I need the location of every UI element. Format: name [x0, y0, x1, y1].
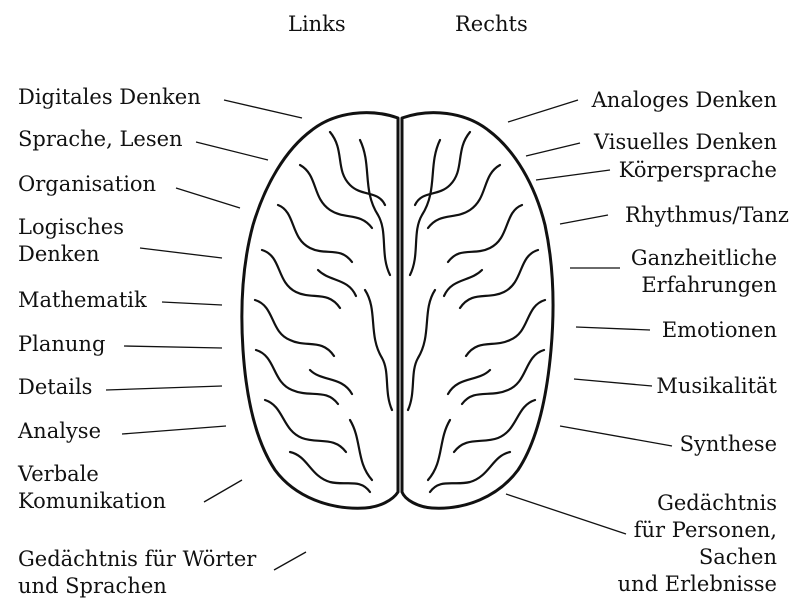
label-verbale-komunikation: Verbale Komunikation: [18, 461, 166, 515]
right-folds: [408, 132, 545, 492]
leader-line-synthese: [560, 426, 672, 446]
label-planung: Planung: [18, 331, 105, 358]
label-text: Denken: [18, 241, 124, 268]
label-koerpersprache: Körpersprache: [619, 157, 777, 184]
label-analoges-denken: Analoges Denken: [592, 87, 777, 114]
leader-line-mathematik: [162, 302, 222, 305]
label-text: Analoges Denken: [592, 88, 777, 112]
leader-line-emotionen: [576, 327, 650, 330]
leader-line-visuelles-denken: [526, 143, 580, 156]
leader-line-digitales-denken: [224, 100, 302, 118]
label-text: Analyse: [18, 419, 101, 443]
label-musikalitaet: Musikalität: [656, 373, 777, 400]
label-text: Mathematik: [18, 288, 147, 312]
label-digitales-denken: Digitales Denken: [18, 84, 201, 111]
leader-line-organisation: [176, 188, 240, 208]
label-text: Planung: [18, 332, 105, 356]
header-rechts: Rechts: [455, 12, 528, 36]
label-text: Gedächtnis: [634, 490, 777, 517]
label-text: Sprache, Lesen: [18, 127, 183, 151]
label-text: Rhythmus/Tanz: [625, 203, 789, 227]
label-ganzheitliche-erfahrungen: Ganzheitliche Erfahrungen: [631, 245, 777, 299]
label-text: Sachen: [634, 544, 777, 571]
label-text: Verbale: [18, 461, 166, 488]
label-text: und Erlebnisse: [618, 572, 777, 596]
label-mathematik: Mathematik: [18, 287, 147, 314]
label-gedaechtnis-woerter: Gedächtnis für Wörter und Sprachen: [18, 546, 256, 600]
label-text: Organisation: [18, 172, 156, 196]
label-text: und Sprachen: [18, 573, 256, 600]
leader-line-logisches-denken: [140, 248, 222, 258]
label-emotionen: Emotionen: [662, 317, 777, 344]
brain-illustration: [242, 113, 553, 509]
right-hemisphere: [402, 113, 553, 509]
label-text: Details: [18, 375, 92, 399]
left-hemisphere: [242, 113, 398, 509]
label-text: Emotionen: [662, 318, 777, 342]
leader-line-rhythmus-tanz: [560, 215, 608, 224]
label-analyse: Analyse: [18, 418, 101, 445]
label-text: Synthese: [680, 432, 777, 456]
left-folds: [255, 132, 392, 492]
label-synthese: Synthese: [680, 431, 777, 458]
label-logisches-denken: Logisches Denken: [18, 214, 124, 268]
label-text: Musikalität: [656, 374, 777, 398]
label-text: Komunikation: [18, 488, 166, 515]
label-text: für Personen,: [634, 517, 777, 544]
label-rhythmus-tanz: Rhythmus/Tanz: [625, 202, 789, 229]
label-text: Körpersprache: [619, 158, 777, 182]
label-sprache-lesen: Sprache, Lesen: [18, 126, 183, 153]
leader-line-koerpersprache: [536, 170, 610, 180]
label-text: Erfahrungen: [631, 272, 777, 299]
label-text: Ganzheitliche: [631, 245, 777, 272]
label-text: Digitales Denken: [18, 85, 201, 109]
label-und-erlebnisse: und Erlebnisse: [618, 571, 777, 598]
label-gedaechtnis-personen: Gedächtnis für Personen, Sachen: [634, 490, 777, 571]
leader-line-analyse: [122, 426, 226, 434]
label-text: Gedächtnis für Wörter: [18, 546, 256, 573]
label-text: Visuelles Denken: [594, 130, 777, 154]
label-text: Logisches: [18, 214, 124, 241]
leader-line-gedaechtnis-woerter: [274, 552, 306, 570]
label-details: Details: [18, 374, 92, 401]
leader-line-planung: [124, 346, 222, 348]
leader-line-analoges-denken: [508, 100, 578, 122]
leader-line-verbale-komunikation: [204, 480, 242, 502]
leader-line-details: [106, 386, 222, 390]
leader-line-gedaechtnis-personen: [506, 494, 626, 534]
label-visuelles-denken: Visuelles Denken: [594, 129, 777, 156]
leader-line-sprache-lesen: [196, 142, 268, 160]
header-links: Links: [288, 12, 346, 36]
leader-line-musikalitaet: [574, 379, 652, 386]
label-organisation: Organisation: [18, 171, 156, 198]
